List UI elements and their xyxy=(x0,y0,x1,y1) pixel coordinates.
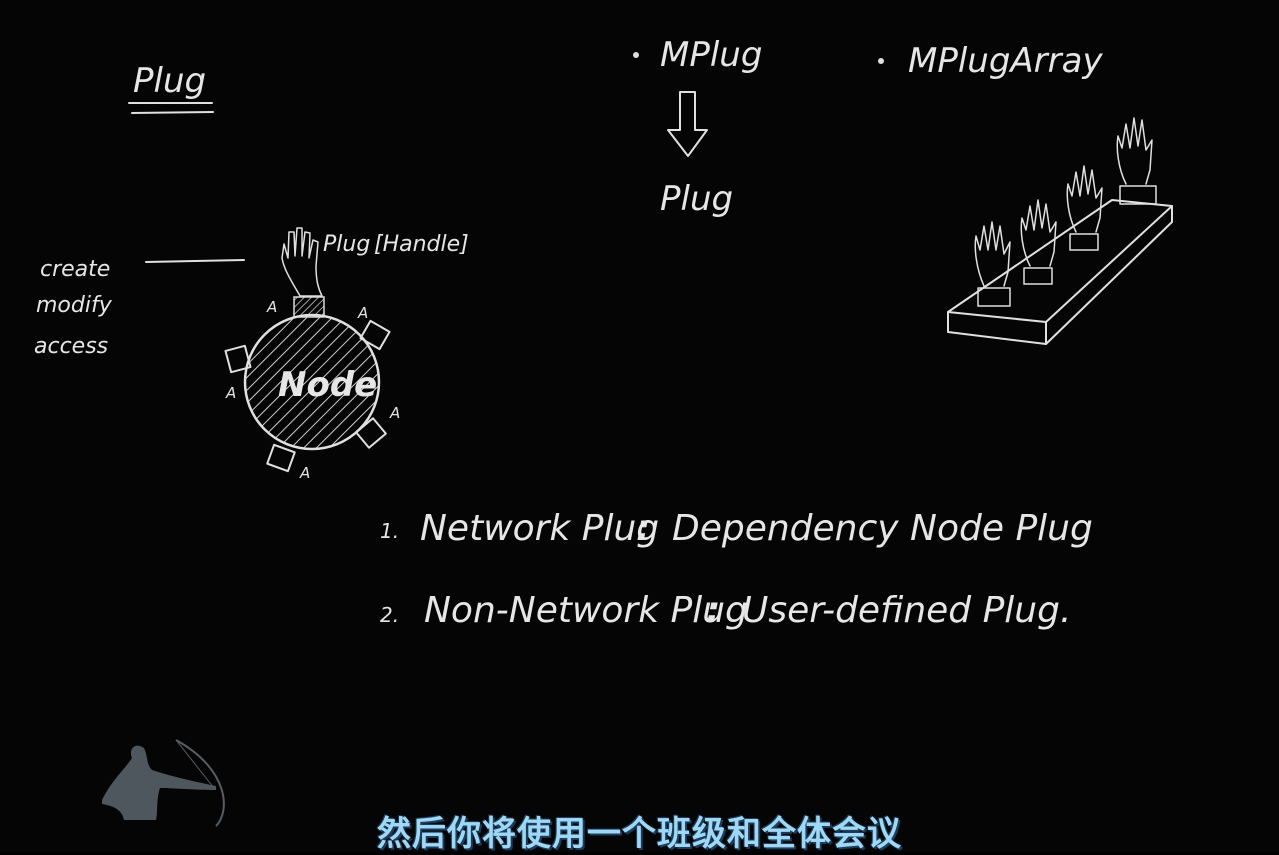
subtitle-caption: 然后你将使用一个班级和全体会议 xyxy=(377,814,902,854)
archer-logo xyxy=(102,739,225,827)
mplugarray-label: MPlugArray xyxy=(908,41,1103,81)
item-2-number: 2. xyxy=(380,603,399,627)
down-arrow-icon xyxy=(667,91,708,157)
heading-text: Plug xyxy=(133,61,206,101)
hand-plug-label: Plug xyxy=(323,232,370,257)
hand-icon xyxy=(281,227,325,318)
item-1-right: Dependency Node Plug xyxy=(672,508,1093,549)
node-label: Node xyxy=(278,365,377,405)
item-2-left: Non-Network Plug xyxy=(424,590,748,631)
node-diagram: Node xyxy=(224,313,391,473)
attr-marker-right-bottom: A xyxy=(389,404,400,422)
mplug-bullet xyxy=(633,52,639,58)
attr-marker-left: A xyxy=(225,384,236,402)
mplug-target-label: Plug xyxy=(660,179,733,219)
plug-array-tray-icon xyxy=(947,117,1173,345)
verb-create: create xyxy=(40,257,110,282)
item-2-separator: : xyxy=(706,590,720,631)
verbs-connector-line xyxy=(145,259,245,263)
handle-label: [Handle] xyxy=(374,232,469,257)
attr-marker-top: A xyxy=(266,298,277,316)
item-1-left: Network Plug xyxy=(420,508,659,549)
mplug-label: MPlug xyxy=(660,35,762,75)
item-2-right: User-defined Plug. xyxy=(742,590,1071,631)
heading-underline-2 xyxy=(131,111,214,114)
mplugarray-bullet xyxy=(878,58,884,64)
verb-modify: modify xyxy=(36,293,113,318)
item-1-number: 1. xyxy=(380,519,399,543)
verb-access: access xyxy=(34,334,108,359)
attr-marker-bottom: A xyxy=(299,464,310,482)
attr-marker-right-top: A xyxy=(357,304,368,322)
item-1-separator: : xyxy=(636,508,650,549)
